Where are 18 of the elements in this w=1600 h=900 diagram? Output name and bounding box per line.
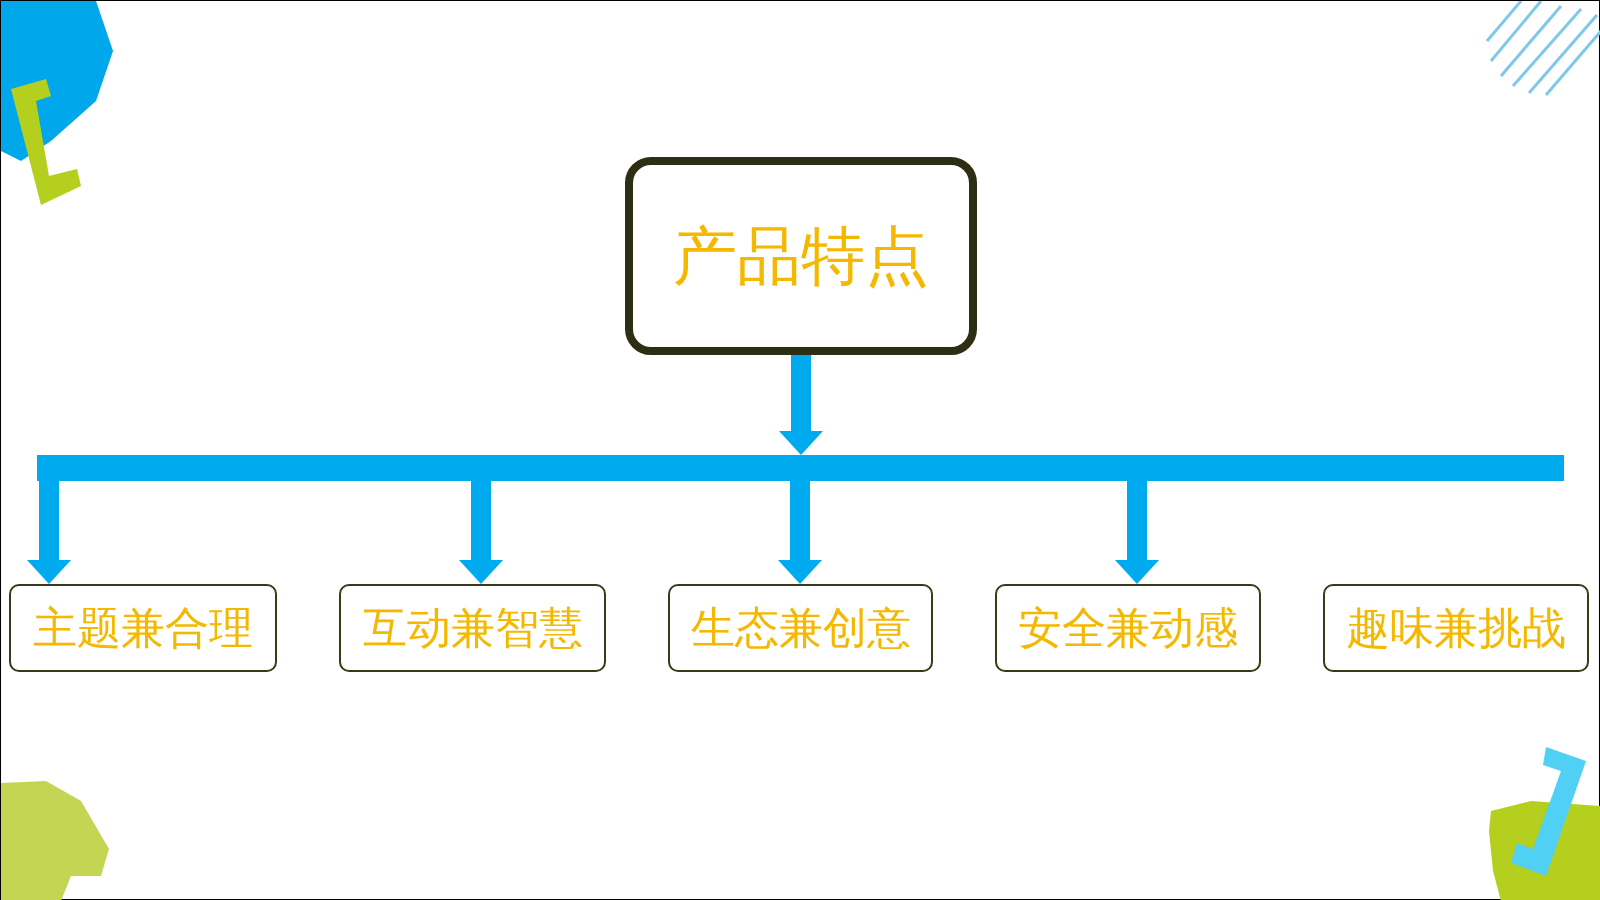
box-label: 趣味兼挑战 xyxy=(1346,600,1566,655)
feature-box xyxy=(995,584,1261,672)
arrow xyxy=(779,355,823,455)
feature-box xyxy=(1323,584,1589,672)
arrow xyxy=(27,481,71,584)
arrow xyxy=(778,481,822,584)
title-box xyxy=(625,157,977,355)
box-label: 产品特点 xyxy=(673,217,929,295)
connector-bar xyxy=(37,455,1564,481)
feature-box xyxy=(9,584,277,672)
box-label: 安全兼动感 xyxy=(1018,600,1238,655)
arrow xyxy=(459,481,503,584)
box-label: 互动兼智慧 xyxy=(362,600,583,655)
arrow xyxy=(1115,481,1159,584)
feature-box xyxy=(668,584,933,672)
feature-box xyxy=(339,584,606,672)
box-label: 主题兼合理 xyxy=(33,600,253,655)
box-label: 生态兼创意 xyxy=(690,600,911,655)
